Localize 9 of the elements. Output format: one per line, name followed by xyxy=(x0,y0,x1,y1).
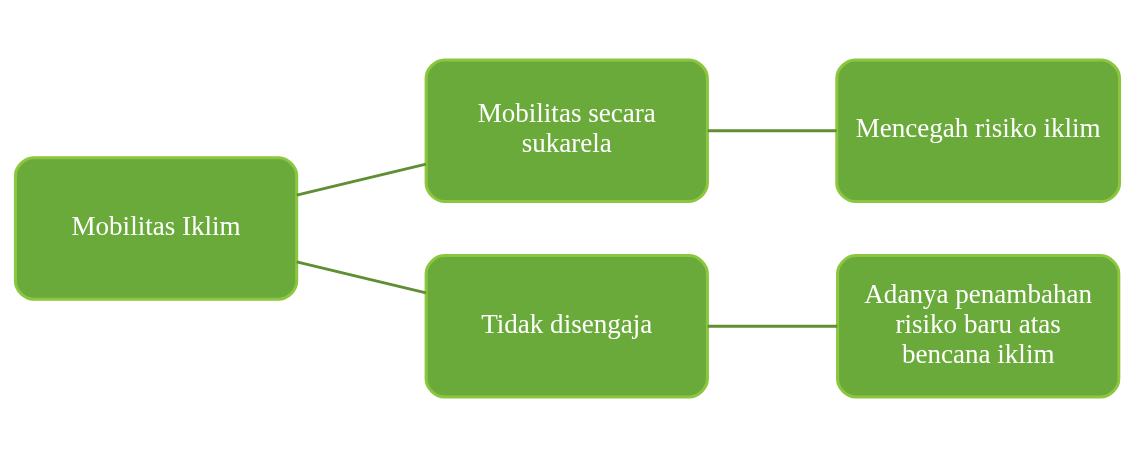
connector xyxy=(296,162,427,197)
node-box: Mobilitas secara sukarela xyxy=(424,58,709,203)
connector xyxy=(707,129,837,133)
node-box: Mobilitas Iklim xyxy=(13,156,299,301)
connector xyxy=(296,260,427,295)
node-box: Adanya penambahan risiko baru atas bencana iklim xyxy=(836,254,1121,399)
connector xyxy=(707,324,838,328)
node-box: Mencegah risiko iklim xyxy=(835,58,1122,203)
node-box: Tidak disengaja xyxy=(424,254,709,399)
